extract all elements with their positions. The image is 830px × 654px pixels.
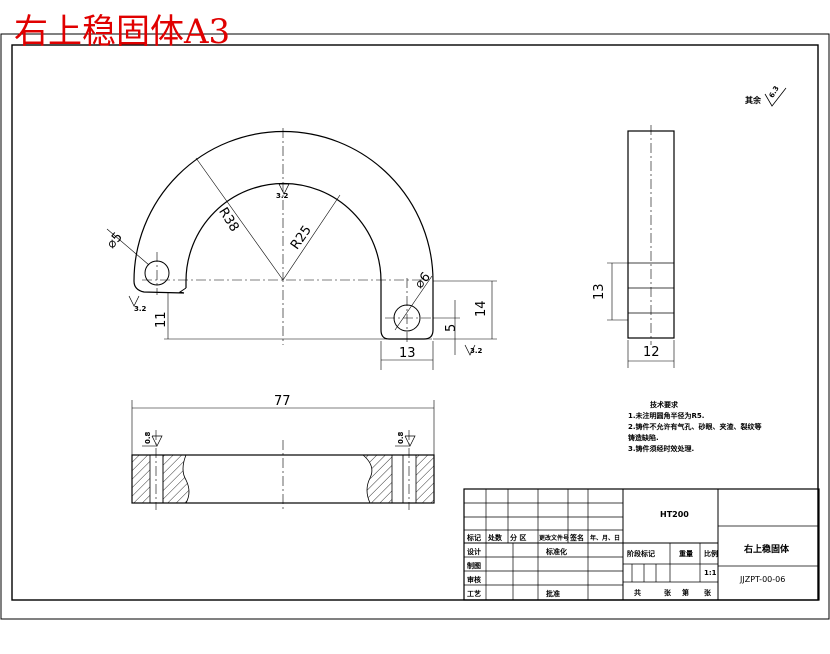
col-doc-label: 更改文件号: [539, 535, 570, 542]
roughness-bottom-value: 3.2: [470, 347, 483, 355]
col-sign-label: 签名: [570, 534, 584, 542]
title-block: [463, 488, 820, 601]
tech-note-item: 2.铸件不允许有气孔、砂眼、夹渣、裂纹等: [628, 423, 762, 431]
checker-label: 审核: [467, 576, 481, 584]
side-view: [607, 125, 675, 368]
tech-note-item: 1.未注明圆角半径为R5.: [628, 412, 705, 420]
inner-border: [11, 44, 819, 601]
col-count-label: 处数: [488, 534, 502, 542]
roughness-general-symbol: [764, 87, 787, 107]
roughness-left-value: 3.2: [134, 305, 147, 313]
part-name-label: 右上稳固体: [744, 545, 790, 555]
scale-value: 1:1: [704, 569, 717, 577]
drafter-label: 制图: [467, 562, 481, 570]
tech-note-item: 3.铸件须经时效处理.: [628, 445, 695, 453]
roughness-top-value: 3.2: [276, 192, 289, 200]
standardize-label: 标准化: [546, 548, 567, 556]
dim-13-front: 13: [399, 346, 416, 361]
col-date-label: 年、月、日: [590, 535, 621, 542]
page-title: 右上稳固体A3: [14, 12, 231, 52]
roughness-bottom-left-value: 0.8: [144, 431, 152, 444]
drawing-number-label: JJZPT-00-06: [740, 575, 786, 584]
sheet-word-label: 张: [704, 589, 711, 597]
sheet-no-label: 第: [682, 589, 689, 597]
dim-77-bottom: 77: [274, 394, 291, 409]
tech-notes-title: 技术要求: [650, 401, 678, 409]
material-label: HT200: [660, 510, 689, 519]
weight-label: 重量: [679, 550, 693, 558]
bottom-view: [131, 400, 435, 510]
stage-mark-label: 阶段标记: [627, 550, 655, 558]
dim-14-front: 14: [474, 300, 489, 317]
dim-12-side: 12: [643, 345, 660, 360]
col-mark-label: 标记: [467, 534, 481, 542]
roughness-general-label: 其余: [745, 96, 761, 105]
dim-11-front: 11: [154, 311, 169, 328]
sheets-total-label: 共: [634, 589, 641, 597]
tech-note-item: 铸造缺陷.: [628, 434, 659, 442]
ratio-label: 比例: [704, 550, 718, 558]
dim-13-side: 13: [592, 283, 607, 300]
col-zone-label: 分 区: [510, 534, 527, 542]
approve-label: 批准: [546, 590, 560, 598]
roughness-bottom-right-value: 0.8: [397, 431, 405, 444]
front-view: [106, 128, 497, 370]
sheets-word-label: 张: [664, 589, 671, 597]
process-label: 工艺: [467, 590, 481, 598]
designer-label: 设计: [467, 548, 481, 556]
outer-border: [0, 33, 830, 620]
dim-5-front: 5: [444, 323, 459, 332]
